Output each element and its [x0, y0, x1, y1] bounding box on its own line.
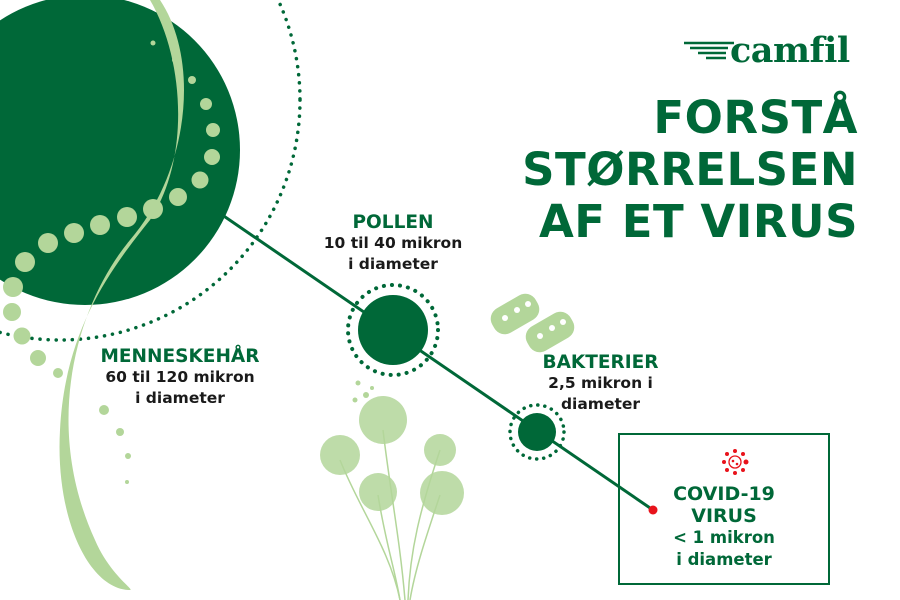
hair-dotted-ring	[0, 0, 302, 342]
pollen-dotted-ring	[346, 283, 440, 377]
title-line: AF ET VIRUS	[538, 195, 858, 248]
page-title: FORSTÅ STØRRELSEN AF ET VIRUS	[522, 92, 858, 248]
pollen-label: POLLEN 10 til 40 mikron i diameter	[318, 212, 468, 275]
virus-size: < 1 mikron	[673, 528, 775, 547]
camfil-logo: camfil	[684, 30, 854, 76]
virus-unit: i diameter	[676, 550, 772, 569]
virus-dot	[648, 505, 658, 515]
bacteria-circle	[518, 413, 556, 451]
bacteria-unit: diameter	[560, 395, 641, 413]
hair-dots	[3, 40, 220, 484]
title-line: FORSTÅ	[653, 91, 858, 144]
hair-label: MENNESKEHÅR 60 til 120 mikron i diameter	[95, 346, 265, 409]
bacteria-dotted-ring	[508, 403, 566, 461]
bacteria-label: BAKTERIER 2,5 mikron i diameter	[538, 352, 663, 415]
virus-icon	[722, 449, 749, 475]
logo-wings-icon	[684, 41, 734, 60]
pollen-unit: i diameter	[348, 255, 438, 273]
hair-size: 60 til 120 mikron	[105, 368, 255, 386]
bacteria-name: BAKTERIER	[542, 352, 659, 373]
hair-unit: i diameter	[135, 389, 225, 407]
size-line	[214, 208, 654, 512]
virus-name-line2: VIRUS	[691, 505, 757, 527]
pollen-name: POLLEN	[352, 212, 434, 233]
logo-text: camfil	[730, 30, 850, 71]
pollen-size: 10 til 40 mikron	[323, 234, 463, 252]
virus-name-line1: COVID-19	[673, 483, 775, 505]
title-line: STØRRELSEN	[522, 143, 858, 196]
bacteria-size: 2,5 mikron i	[548, 374, 653, 392]
bacteria-illustration	[490, 293, 575, 353]
flower-illustration	[320, 380, 464, 600]
pollen-circle	[358, 295, 428, 365]
virus-box: COVID-19 VIRUS < 1 mikron i diameter	[618, 433, 830, 585]
hair-name: MENNESKEHÅR	[100, 346, 260, 367]
